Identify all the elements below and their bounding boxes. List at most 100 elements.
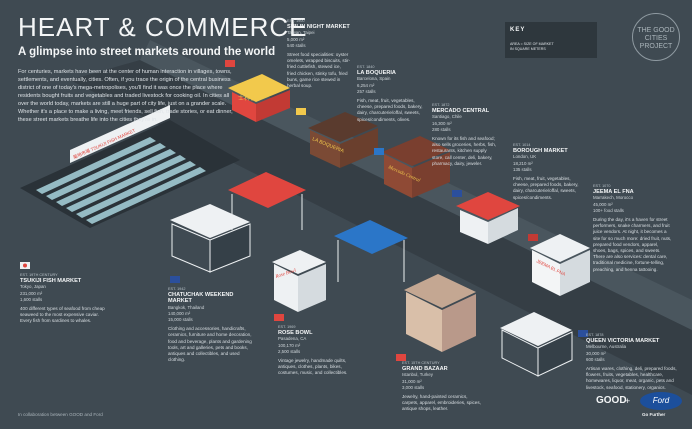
jeema-stall: JEEMA EL FNA bbox=[528, 234, 590, 296]
market-borough: EST. 1014 BOROUGH MARKET London, UK 18,2… bbox=[513, 142, 579, 201]
key-title: KEY bbox=[510, 27, 526, 33]
market-location: Tokyo, Japan bbox=[20, 284, 46, 290]
market-stalls: 100+ food stalls bbox=[593, 207, 624, 213]
market-stalls: 280 stalls bbox=[432, 126, 451, 132]
market-name: SHILIN NIGHT MARKET bbox=[287, 24, 350, 31]
market-jeema-el-fna: EST. 1070 JEEMA EL FNA Marrakech, Morocc… bbox=[593, 183, 673, 273]
market-area: 18,210 m² bbox=[513, 160, 533, 166]
market-location: Pasadena, CA bbox=[278, 336, 307, 342]
footer-credit: In collaboration between GOOD and Ford bbox=[18, 412, 103, 417]
turkey-flag-icon bbox=[396, 354, 406, 361]
market-location: Melbourne, Australia bbox=[586, 344, 627, 350]
market-est: EST. 1872 bbox=[432, 103, 450, 107]
svg-text:Rose Bowl: Rose Bowl bbox=[274, 268, 297, 280]
boqueria-stall: LA BOQUERIA bbox=[296, 108, 378, 168]
intro-text: For centuries, markets have been at the … bbox=[18, 69, 233, 123]
market-stalls: 1,600 stalls bbox=[20, 296, 43, 302]
ford-logo-text: Ford bbox=[652, 396, 670, 405]
market-description: Vintage jewelry, handmade quilts, antiqu… bbox=[278, 358, 348, 376]
market-stalls: 135 stalls bbox=[513, 166, 532, 172]
market-area: 6,254 m² bbox=[357, 82, 375, 88]
market-description: Fish, meat, fruit, vegetables, cheese, p… bbox=[513, 176, 579, 200]
market-area: 16,300 m² bbox=[432, 120, 452, 126]
market-tsukiji: EST. 19TH CENTURY TSUKIJI FISH MARKET To… bbox=[20, 272, 108, 325]
market-queen-victoria: EST. 1878 QUEEN VICTORIA MARKET Melbourn… bbox=[586, 332, 678, 391]
good-logo: GOOD bbox=[596, 395, 627, 406]
market-name: CHATUCHAK WEEKEND MARKET bbox=[168, 292, 234, 305]
market-shilin: EST. 1900 SHILIN NIGHT MARKET Taiwan, Ta… bbox=[287, 18, 351, 89]
market-est: EST. 1878 bbox=[586, 333, 604, 337]
market-description: Fish, meat, fruit, vegetables, cheese, p… bbox=[357, 98, 423, 122]
ford-tagline: Go Further bbox=[642, 412, 666, 417]
market-area: 140,000 m² bbox=[168, 310, 191, 316]
market-stalls: 15,000 stalls bbox=[168, 317, 193, 323]
mercado-central-stall: Mercado Central bbox=[374, 136, 450, 198]
queen-victoria-stall bbox=[500, 312, 588, 377]
market-area: 31,000 m² bbox=[402, 378, 422, 384]
market-location: Bangkok, Thailand bbox=[168, 304, 205, 310]
borough-stall bbox=[452, 190, 520, 244]
market-area: 45,000 m² bbox=[593, 201, 613, 207]
thailand-flag-icon bbox=[170, 276, 180, 283]
tsukiji-fish-stalls bbox=[20, 120, 240, 228]
morocco-flag-icon bbox=[528, 234, 538, 241]
market-area: 30,000 m² bbox=[586, 350, 606, 356]
market-name: ROSE BOWL bbox=[278, 330, 313, 337]
shilin-stall: 士林夜市 bbox=[225, 60, 290, 122]
market-est: EST. 1070 bbox=[593, 184, 611, 188]
market-mercado-central: EST. 1872 MERCADO CENTRAL Santiago, Chil… bbox=[432, 102, 498, 167]
market-name: QUEEN VICTORIA MARKET bbox=[586, 338, 660, 345]
market-name: MERCADO CENTRAL bbox=[432, 108, 490, 115]
page-subtitle: A glimpse into street markets around the… bbox=[18, 46, 276, 58]
market-location: Barcelona, Spain bbox=[357, 76, 391, 82]
market-stalls: 2,500 stalls bbox=[278, 348, 301, 354]
market-stalls: 540 stalls bbox=[287, 42, 306, 48]
market-name: TSUKIJI FISH MARKET bbox=[20, 278, 82, 285]
market-description: 400 different types of seafood from chea… bbox=[20, 306, 105, 324]
good-cities-logo: THE GOOD CITIES PROJECT bbox=[632, 13, 680, 61]
market-description: Artisan wares, clothing, deli, prepared … bbox=[586, 366, 677, 390]
australia-flag-icon bbox=[578, 330, 588, 337]
market-name: GRAND BAZAAR bbox=[402, 366, 448, 373]
market-name: BOROUGH MARKET bbox=[513, 148, 568, 155]
market-description: During the day, it's a haven for street … bbox=[593, 217, 672, 272]
market-rose-bowl: EST. 1969 ROSE BOWL Pasadena, CA 100,170… bbox=[278, 324, 350, 377]
market-area: 231,000 m² bbox=[20, 290, 43, 296]
market-grand-bazaar: EST. 15TH CENTURY GRAND BAZAAR Istanbul,… bbox=[402, 360, 482, 413]
grand-bazaar-stall bbox=[396, 274, 476, 361]
blue-tent bbox=[334, 220, 408, 282]
svg-text:士林夜市: 士林夜市 bbox=[238, 94, 262, 102]
market-location: Istanbul, Turkey bbox=[402, 372, 433, 378]
market-est: EST. 1900 bbox=[287, 19, 305, 23]
key-description: AREA = SIZE OF MARKET IN SQUARE METERS bbox=[510, 42, 554, 51]
market-description: Clothing and accessories, handicrafts, c… bbox=[168, 326, 252, 363]
market-est: EST. 1014 bbox=[513, 143, 531, 147]
market-area: 100,170 m² bbox=[278, 342, 301, 348]
key-box: KEY AREA = SIZE OF MARKET IN SQUARE METE… bbox=[505, 22, 597, 58]
chatuchak-stall bbox=[170, 204, 251, 283]
page-title: HEART & COMMERCE bbox=[18, 12, 308, 42]
spain-flag-icon bbox=[296, 108, 306, 115]
market-stalls: 257 stalls bbox=[357, 88, 376, 94]
market-stalls: 3,000 stalls bbox=[402, 384, 425, 390]
market-location: Santiago, Chile bbox=[432, 114, 462, 120]
ford-logo: Ford bbox=[640, 392, 682, 410]
chile-flag-icon bbox=[374, 148, 384, 155]
rose-bowl-stall: Rose Bowl bbox=[272, 250, 326, 321]
market-chatuchak: EST. 1942 CHATUCHAK WEEKEND MARKET Bangk… bbox=[168, 286, 254, 363]
plus-sign: + bbox=[625, 396, 631, 406]
market-est: EST. 1942 bbox=[168, 287, 186, 291]
usa-flag-icon bbox=[274, 314, 284, 321]
market-description: Street food specialities: oyster omelets… bbox=[287, 52, 351, 89]
market-est: EST. 1840 bbox=[357, 65, 375, 69]
market-name: JEEMA EL FNA bbox=[593, 189, 634, 196]
logo-text: THE GOOD CITIES PROJECT bbox=[637, 27, 675, 50]
market-est: EST. 15TH CENTURY bbox=[402, 361, 440, 365]
uk-flag-icon bbox=[452, 190, 462, 197]
market-est: EST. 1969 bbox=[278, 325, 296, 329]
market-name: LA BOQUERIA bbox=[357, 70, 396, 77]
market-location: Taiwan, Taipei bbox=[287, 30, 315, 36]
market-description: Known for its fish and seafood; also sel… bbox=[432, 136, 497, 166]
market-area: 5,000 m² bbox=[287, 36, 305, 42]
